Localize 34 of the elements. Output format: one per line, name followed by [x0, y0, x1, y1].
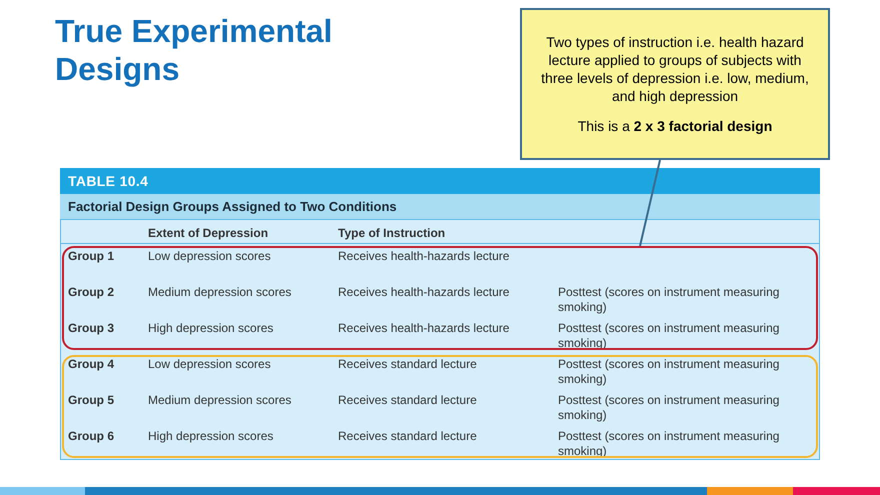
- table-cell-text: Medium depression scores: [148, 393, 292, 408]
- table-cell-text: High depression scores: [148, 321, 274, 336]
- table-cell-text: Receives health-hazards lecture: [338, 321, 510, 336]
- table-subtitle-bar: Factorial Design Groups Assigned to Two Conditions: [60, 194, 820, 220]
- table-cell-text: Posttest (scores on instrument measuring smoking): [558, 285, 780, 315]
- row-label: Group 2: [68, 285, 116, 300]
- row-label: Group 1: [68, 249, 116, 264]
- table-cell-text: Receives standard lecture: [338, 393, 478, 408]
- table-cell-text: Receives standard lecture: [338, 429, 478, 444]
- slide-title: True Experimental Designs: [55, 12, 334, 88]
- column-header: Extent of Depression: [148, 225, 268, 242]
- table-cell-text: Low depression scores: [148, 357, 272, 372]
- table-title-bar: TABLE 10.4: [60, 168, 820, 194]
- column-header: Type of Instruction: [338, 225, 446, 242]
- table-cell-text: Medium depression scores: [148, 285, 292, 300]
- table-cell-text: Posttest (scores on instrument measuring smoking): [558, 393, 780, 423]
- table-cell-text: Posttest (scores on instrument measuring smoking): [558, 429, 780, 459]
- table-cell-text: High depression scores: [148, 429, 274, 444]
- row-label: Group 3: [68, 321, 116, 336]
- callout-text: Two types of instruction i.e. health hazard lecture applied to groups of subjects with three levels of depression i.e. low, medium, and high depression: [540, 33, 810, 105]
- row-label: Group 5: [68, 393, 116, 408]
- row-label: Group 4: [68, 357, 116, 372]
- highlight-frame: [62, 246, 818, 350]
- callout-box: [520, 8, 830, 160]
- leader-line: [639, 160, 661, 246]
- table-cell-text: Receives health-hazards lecture: [338, 285, 510, 300]
- table-cell-text: Posttest (scores on instrument measuring smoking): [558, 357, 780, 387]
- highlight-frame: [62, 355, 818, 458]
- row-label: Group 6: [68, 429, 116, 444]
- table-cell-text: Receives standard lecture: [338, 357, 478, 372]
- table-cell-text: Receives health-hazards lecture: [338, 249, 510, 264]
- table-cell-text: Low depression scores: [148, 249, 272, 264]
- table-cell-text: Posttest (scores on instrument measuring smoking): [558, 321, 780, 351]
- callout-text: This is a 2 x 3 factorial design: [578, 117, 772, 135]
